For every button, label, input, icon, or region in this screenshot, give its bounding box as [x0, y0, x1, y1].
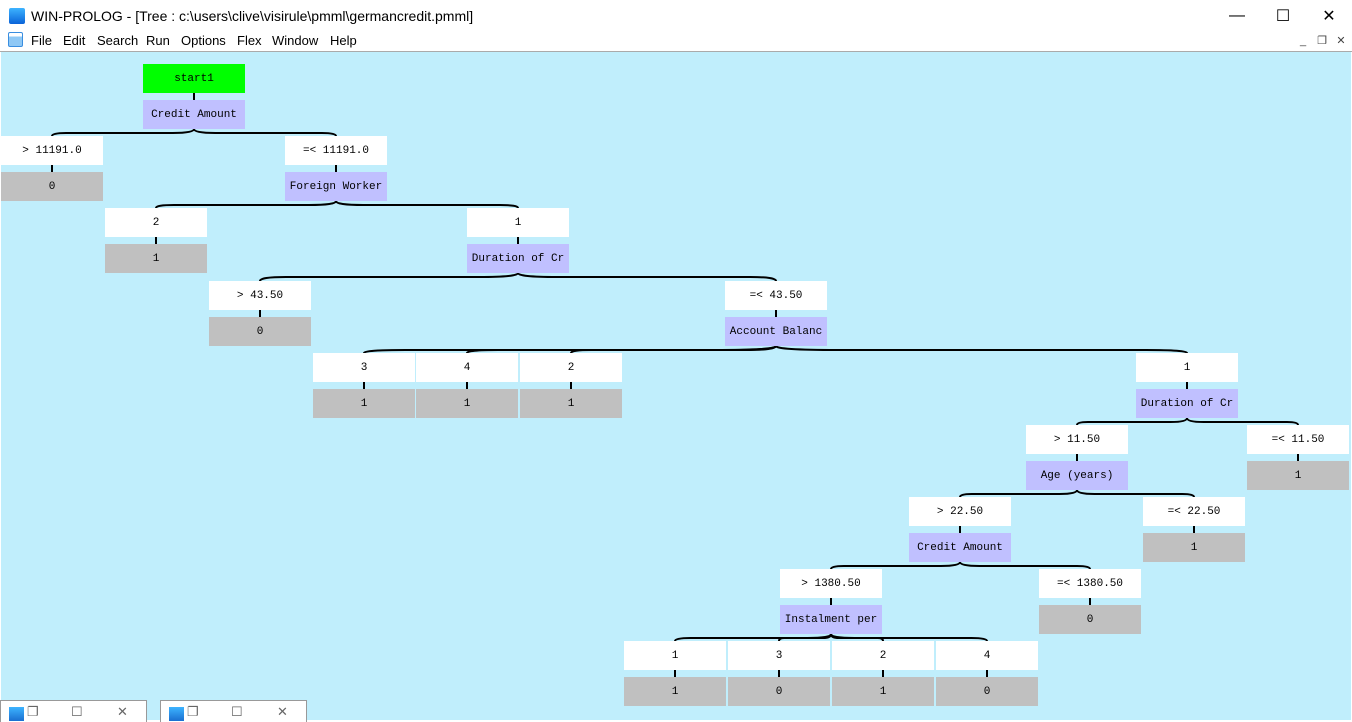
- branch-label[interactable]: 3: [313, 353, 415, 382]
- close-icon[interactable]: ✕: [277, 704, 288, 719]
- window-title: WIN-PROLOG - [Tree : c:\users\clive\visi…: [31, 8, 474, 24]
- decision-node[interactable]: Foreign Worker: [285, 172, 387, 201]
- minimized-window-2[interactable]: ❐ ☐ ✕: [160, 700, 307, 722]
- decision-node[interactable]: Duration of Cr: [1136, 389, 1238, 418]
- minimized-window-1[interactable]: ❐ ☐ ✕: [0, 700, 147, 722]
- minimize-button[interactable]: —: [1229, 6, 1245, 24]
- branch-label[interactable]: 4: [416, 353, 518, 382]
- branch-label[interactable]: 3: [728, 641, 830, 670]
- leaf-node[interactable]: 1: [416, 389, 518, 418]
- app-icon: [9, 707, 24, 721]
- branch-label[interactable]: > 11.50: [1026, 425, 1128, 454]
- child-close-button[interactable]: ✕: [1336, 35, 1346, 47]
- menu-search[interactable]: Search: [97, 33, 139, 48]
- menu-window[interactable]: Window: [272, 33, 319, 48]
- branch-label[interactable]: =< 11.50: [1247, 425, 1349, 454]
- maximize-button[interactable]: ☐: [1275, 7, 1291, 25]
- leaf-node[interactable]: 1: [624, 677, 726, 706]
- branch-label[interactable]: =< 22.50: [1143, 497, 1245, 526]
- branch-label[interactable]: 2: [520, 353, 622, 382]
- branch-label[interactable]: > 11191.0: [1, 136, 103, 165]
- branch-label[interactable]: > 22.50: [909, 497, 1011, 526]
- leaf-node[interactable]: 1: [520, 389, 622, 418]
- app-icon: [9, 8, 25, 24]
- leaf-node[interactable]: 1: [1143, 533, 1245, 562]
- menu-edit[interactable]: Edit: [63, 33, 86, 48]
- leaf-node[interactable]: 0: [1, 172, 103, 201]
- leaf-node[interactable]: 0: [209, 317, 311, 346]
- menu-bar: File Edit Search Run Options Flex Window…: [0, 31, 1352, 52]
- branch-label[interactable]: =< 1380.50: [1039, 569, 1141, 598]
- leaf-node[interactable]: 0: [936, 677, 1038, 706]
- maximize-icon[interactable]: ☐: [231, 704, 243, 719]
- branch-label[interactable]: > 1380.50: [780, 569, 882, 598]
- leaf-node[interactable]: 1: [1247, 461, 1349, 490]
- title-bar: WIN-PROLOG - [Tree : c:\users\clive\visi…: [0, 0, 1352, 31]
- decision-node[interactable]: Instalment per: [780, 605, 882, 634]
- branch-label[interactable]: 2: [105, 208, 207, 237]
- close-button[interactable]: ✕: [1322, 7, 1336, 25]
- leaf-node[interactable]: 1: [105, 244, 207, 273]
- child-restore-button[interactable]: ❐: [1317, 35, 1327, 47]
- decision-node[interactable]: Credit Amount: [143, 100, 245, 129]
- restore-icon[interactable]: ❐: [187, 704, 199, 719]
- branch-label[interactable]: 1: [467, 208, 569, 237]
- start-node[interactable]: start1: [143, 64, 245, 93]
- branch-label[interactable]: 1: [624, 641, 726, 670]
- document-icon[interactable]: [8, 32, 23, 47]
- restore-icon[interactable]: ❐: [27, 704, 39, 719]
- menu-run[interactable]: Run: [146, 33, 170, 48]
- branch-label[interactable]: 4: [936, 641, 1038, 670]
- decision-node[interactable]: Credit Amount: [909, 533, 1011, 562]
- child-minimize-button[interactable]: _: [1299, 35, 1307, 47]
- menu-flex[interactable]: Flex: [237, 33, 262, 48]
- branch-label[interactable]: =< 11191.0: [285, 136, 387, 165]
- menu-help[interactable]: Help: [330, 33, 357, 48]
- branch-label[interactable]: =< 43.50: [725, 281, 827, 310]
- branch-label[interactable]: > 43.50: [209, 281, 311, 310]
- branch-label[interactable]: 2: [832, 641, 934, 670]
- tree-canvas: [1, 52, 1351, 720]
- leaf-node[interactable]: 1: [832, 677, 934, 706]
- app-icon: [169, 707, 184, 721]
- leaf-node[interactable]: 1: [313, 389, 415, 418]
- menu-file[interactable]: File: [31, 33, 52, 48]
- branch-label[interactable]: 1: [1136, 353, 1238, 382]
- close-icon[interactable]: ✕: [117, 704, 128, 719]
- decision-node[interactable]: Age (years): [1026, 461, 1128, 490]
- leaf-node[interactable]: 0: [728, 677, 830, 706]
- decision-node[interactable]: Account Balanc: [725, 317, 827, 346]
- menu-options[interactable]: Options: [181, 33, 226, 48]
- leaf-node[interactable]: 0: [1039, 605, 1141, 634]
- decision-node[interactable]: Duration of Cr: [467, 244, 569, 273]
- maximize-icon[interactable]: ☐: [71, 704, 83, 719]
